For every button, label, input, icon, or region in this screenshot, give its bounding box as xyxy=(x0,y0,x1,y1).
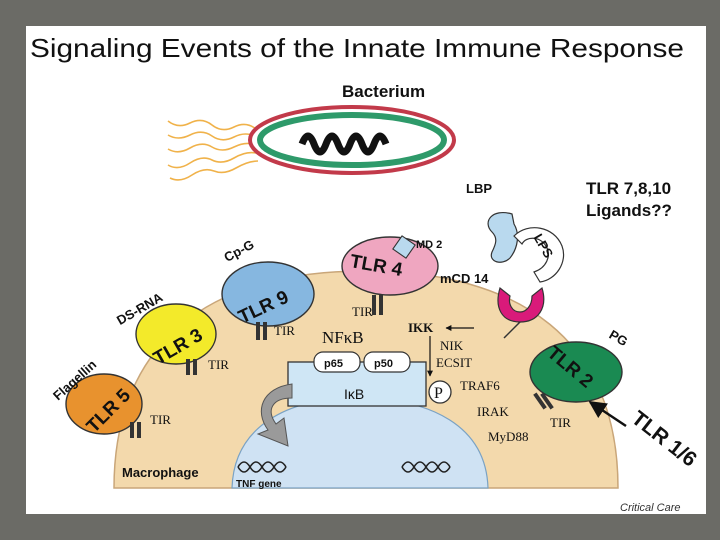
ecsit-label: ECSIT xyxy=(436,355,472,370)
tlr9-receptor: TLR 9 TIR xyxy=(221,261,315,340)
tlr2-receptor: TLR 2 TIR xyxy=(529,341,623,430)
md2-label: MD 2 xyxy=(416,239,442,251)
tlr5-receptor: TLR 5 TIR xyxy=(65,373,171,438)
traf6-label: TRAF6 xyxy=(460,378,500,393)
p50-label: p50 xyxy=(374,358,393,370)
p65-subunit xyxy=(313,351,361,373)
diagram: Signaling Events of the Innate Immune Re… xyxy=(30,33,701,514)
cpg-label: Cp-G xyxy=(221,237,256,265)
bacterium-flagella xyxy=(167,119,259,181)
mcd14-label: mCD 14 xyxy=(440,271,489,286)
tlr9-tir: TIR xyxy=(274,323,295,338)
myd88-label: MyD88 xyxy=(488,429,528,444)
mcd14-receptor xyxy=(497,286,545,323)
tlr7810-line2: Ligands?? xyxy=(586,201,672,220)
page-title: Signaling Events of the Innate Immune Re… xyxy=(30,33,684,63)
tlr4-tir: TIR xyxy=(352,304,373,319)
nik-label: NIK xyxy=(440,338,464,353)
tlr4-receptor: TLR 4 MD 2 TIR xyxy=(341,235,442,319)
mcd14-anchor xyxy=(503,321,521,339)
p50-subunit xyxy=(363,351,411,373)
ikb-label: IκB xyxy=(344,386,364,402)
lbp-label: LBP xyxy=(466,181,492,196)
tlr2-tir: TIR xyxy=(550,415,571,430)
translocation-arrow xyxy=(256,383,293,447)
tlr7810-line1: TLR 7,8,10 xyxy=(586,179,671,198)
macrophage-label: Macrophage xyxy=(122,465,199,480)
slide: Signaling Events of the Innate Immune Re… xyxy=(26,26,706,514)
tlr3-tir: TIR xyxy=(208,357,229,372)
tlr5-tir: TIR xyxy=(150,412,171,427)
lbp-shape xyxy=(487,212,519,263)
lps-shape xyxy=(513,227,565,283)
ikk-label: IKK xyxy=(408,320,434,335)
bacterium-label: Bacterium xyxy=(342,82,425,101)
tlr3-receptor: TLR 3 TIR xyxy=(135,303,229,375)
phospho-circle xyxy=(428,380,452,404)
tnf-gene-label: TNF gene xyxy=(236,479,282,490)
pg-label: PG xyxy=(607,327,631,349)
p65-label: p65 xyxy=(324,358,343,370)
phospho-label: P xyxy=(434,385,443,402)
bacterium xyxy=(248,105,456,175)
credit-label: Critical Care xyxy=(620,502,681,514)
tlr16-arrow xyxy=(588,400,627,428)
nfkb-label: NFκB xyxy=(322,328,364,347)
irak-label: IRAK xyxy=(477,404,509,419)
dna-helix xyxy=(237,461,451,473)
tlr16-label: TLR 1/6 xyxy=(627,407,701,472)
